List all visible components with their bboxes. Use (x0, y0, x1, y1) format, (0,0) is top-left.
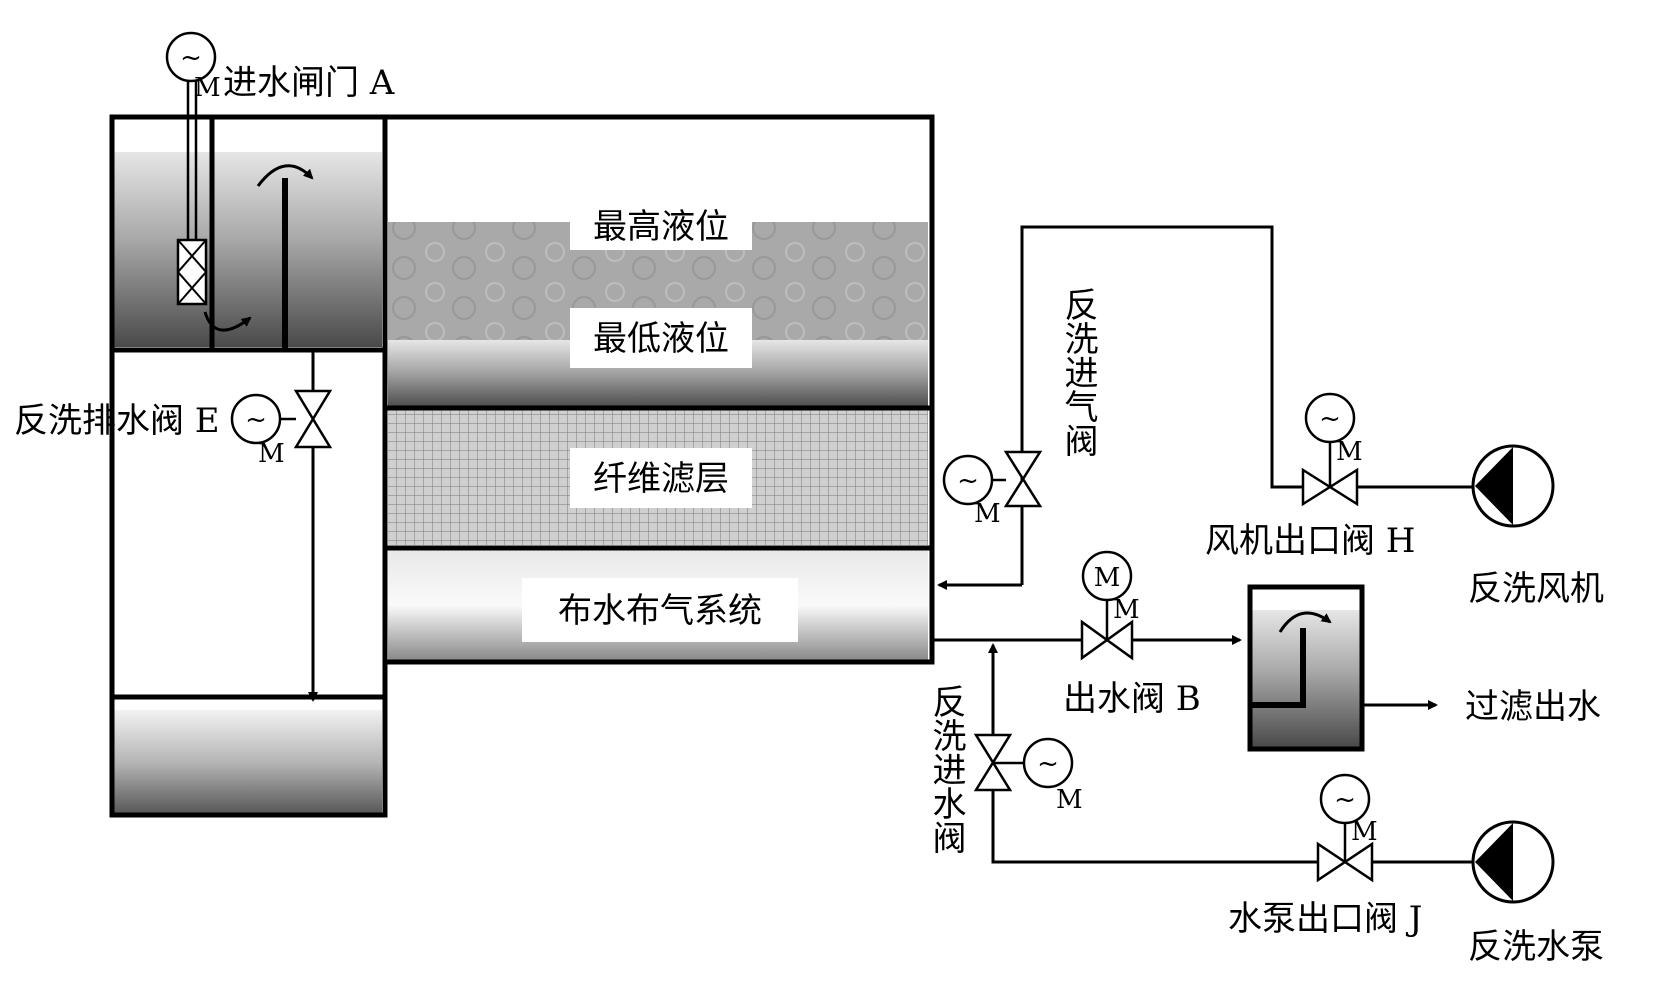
svg-text:~: ~ (1334, 785, 1356, 815)
max-level-label-box (570, 200, 752, 250)
pump-outlet-valve-j[interactable]: ~ M 水泵出口阀 J (1228, 773, 1422, 939)
backwash-blower-label: 反洗风机 (1468, 569, 1604, 609)
effluent-weir-box: 过滤出水 (1247, 584, 1601, 752)
svg-text:M: M (1351, 817, 1378, 847)
motor-icon (1081, 550, 1133, 602)
outlet-valve-b[interactable]: M M 出水阀 B (1063, 550, 1201, 719)
effluent-flow-arrow-icon (1278, 611, 1332, 633)
backwash-water-line (988, 643, 1475, 864)
valve-icon (1003, 450, 1043, 508)
motor-icon (230, 393, 282, 445)
svg-text:~: ~ (1319, 404, 1341, 434)
svg-text:M: M (1336, 437, 1363, 467)
svg-text:M: M (1094, 563, 1121, 593)
motor-icon (1319, 773, 1371, 825)
motor-icon (942, 454, 994, 506)
backwash-water-inlet-valve[interactable]: ~ M 反洗进水阀 (926, 684, 1083, 854)
filter-body: 最高液位 最低液位 纤维滤层 布水布气系统 (385, 114, 935, 665)
backwash-drain-valve-e[interactable]: ~ M 反洗排水阀 E (14, 350, 333, 702)
svg-text:~: ~ (245, 405, 267, 435)
motor-icon (165, 31, 217, 83)
svg-text:M: M (974, 499, 1001, 529)
overflow-arrow-icon (256, 164, 314, 187)
left-tank (109, 114, 388, 818)
left-tank-water-upper (112, 152, 382, 347)
inlet-flow-arrow-icon (203, 311, 252, 332)
inlet-gate-label: 进水闸门 A (223, 63, 395, 103)
fiber-layer-label: 纤维滤层 (593, 459, 729, 499)
filtered-effluent-label: 过滤出水 (1465, 687, 1601, 727)
effluent-weir (1250, 628, 1306, 708)
blower-outlet-valve-h[interactable]: ~ M 风机出口阀 H (1205, 392, 1415, 561)
backwash-water-inlet-valve-label: 反洗进水阀 (926, 684, 966, 854)
backwash-drain-valve-label: 反洗排水阀 E (14, 401, 220, 441)
left-tank-wall (109, 114, 388, 818)
backwash-air-inlet-valve-label: 反洗进气阀 (1058, 287, 1098, 457)
fiber-layer-label-box (570, 448, 752, 508)
blower-outlet-valve-label: 风机出口阀 H (1205, 521, 1415, 561)
backwash-pump-label: 反洗水泵 (1468, 927, 1604, 967)
inlet-gate-body (176, 238, 208, 306)
motor-tilde: ~ (180, 43, 202, 73)
min-level-label-box (570, 308, 752, 368)
backwash-air-line (937, 225, 1475, 590)
filter-body-wall (385, 114, 935, 665)
backwash-air-inlet-valve[interactable]: ~ M 反洗进气阀 (942, 287, 1098, 529)
svg-text:~: ~ (1037, 749, 1059, 779)
distribution-system-label: 布水布气系统 (558, 591, 762, 631)
backwash-blower[interactable]: 反洗风机 (1468, 444, 1604, 609)
inlet-gate-a[interactable]: ~ M 进水闸门 A (165, 31, 395, 306)
min-level-label: 最低液位 (593, 319, 729, 359)
left-tank-water-lower (112, 710, 382, 815)
motor-icon (1304, 392, 1356, 444)
effluent-box-wall (1247, 584, 1365, 752)
svg-text:M: M (258, 439, 285, 469)
motor-letter: M (194, 73, 221, 103)
backwash-pump[interactable]: 反洗水泵 (1468, 820, 1604, 967)
svg-text:~: ~ (957, 466, 979, 496)
pump-outlet-valve-label: 水泵出口阀 J (1228, 899, 1422, 939)
outlet-valve-label: 出水阀 B (1063, 679, 1201, 719)
motor-icon (1022, 737, 1074, 789)
svg-text:M: M (1056, 785, 1083, 815)
distribution-label-box (522, 578, 798, 642)
max-level-label: 最高液位 (593, 207, 729, 247)
svg-text:M: M (1113, 595, 1140, 625)
valve-icon (293, 389, 333, 449)
